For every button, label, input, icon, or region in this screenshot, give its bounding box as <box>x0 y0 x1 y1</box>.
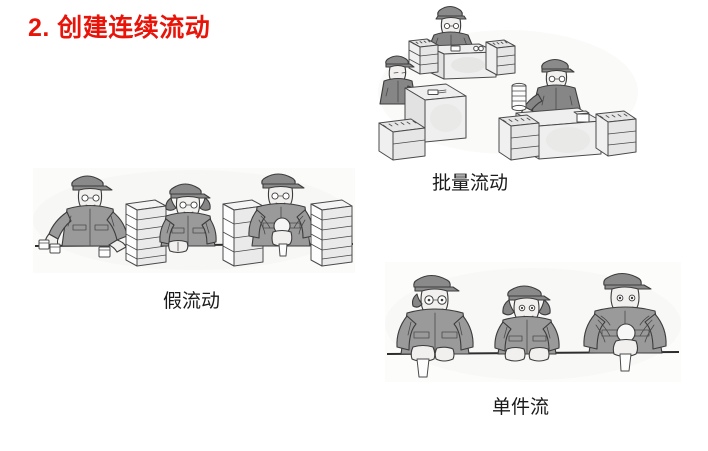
illustration-fake-flow <box>33 168 355 273</box>
parts-bin-stack <box>378 118 426 161</box>
parts-bin-stack <box>485 39 516 76</box>
illustration-batch-flow <box>368 2 640 162</box>
caption-batch-flow: 批量流动 <box>432 173 509 194</box>
parts-bin-stack <box>498 114 540 161</box>
parts-bin-stack <box>595 110 637 157</box>
worker-figure <box>248 173 314 257</box>
worker-figure <box>428 5 474 48</box>
one-piece-flow-drawing <box>385 262 681 382</box>
caption-fake-flow: 假流动 <box>163 291 221 312</box>
worker-figure <box>396 274 474 378</box>
worker-figure <box>494 285 560 362</box>
fake-flow-drawing <box>33 168 355 273</box>
worker-figure <box>159 183 217 254</box>
parts-stack <box>511 82 527 112</box>
worker-figure <box>583 272 667 372</box>
parts-bin-stack <box>408 38 439 75</box>
illustration-one-piece-flow <box>385 262 681 382</box>
page-title: 2. 创建连续流动 <box>28 14 211 42</box>
batch-flow-drawing <box>378 5 638 161</box>
caption-one-piece-flow: 单件流 <box>492 397 550 418</box>
box-stack <box>310 199 353 267</box>
